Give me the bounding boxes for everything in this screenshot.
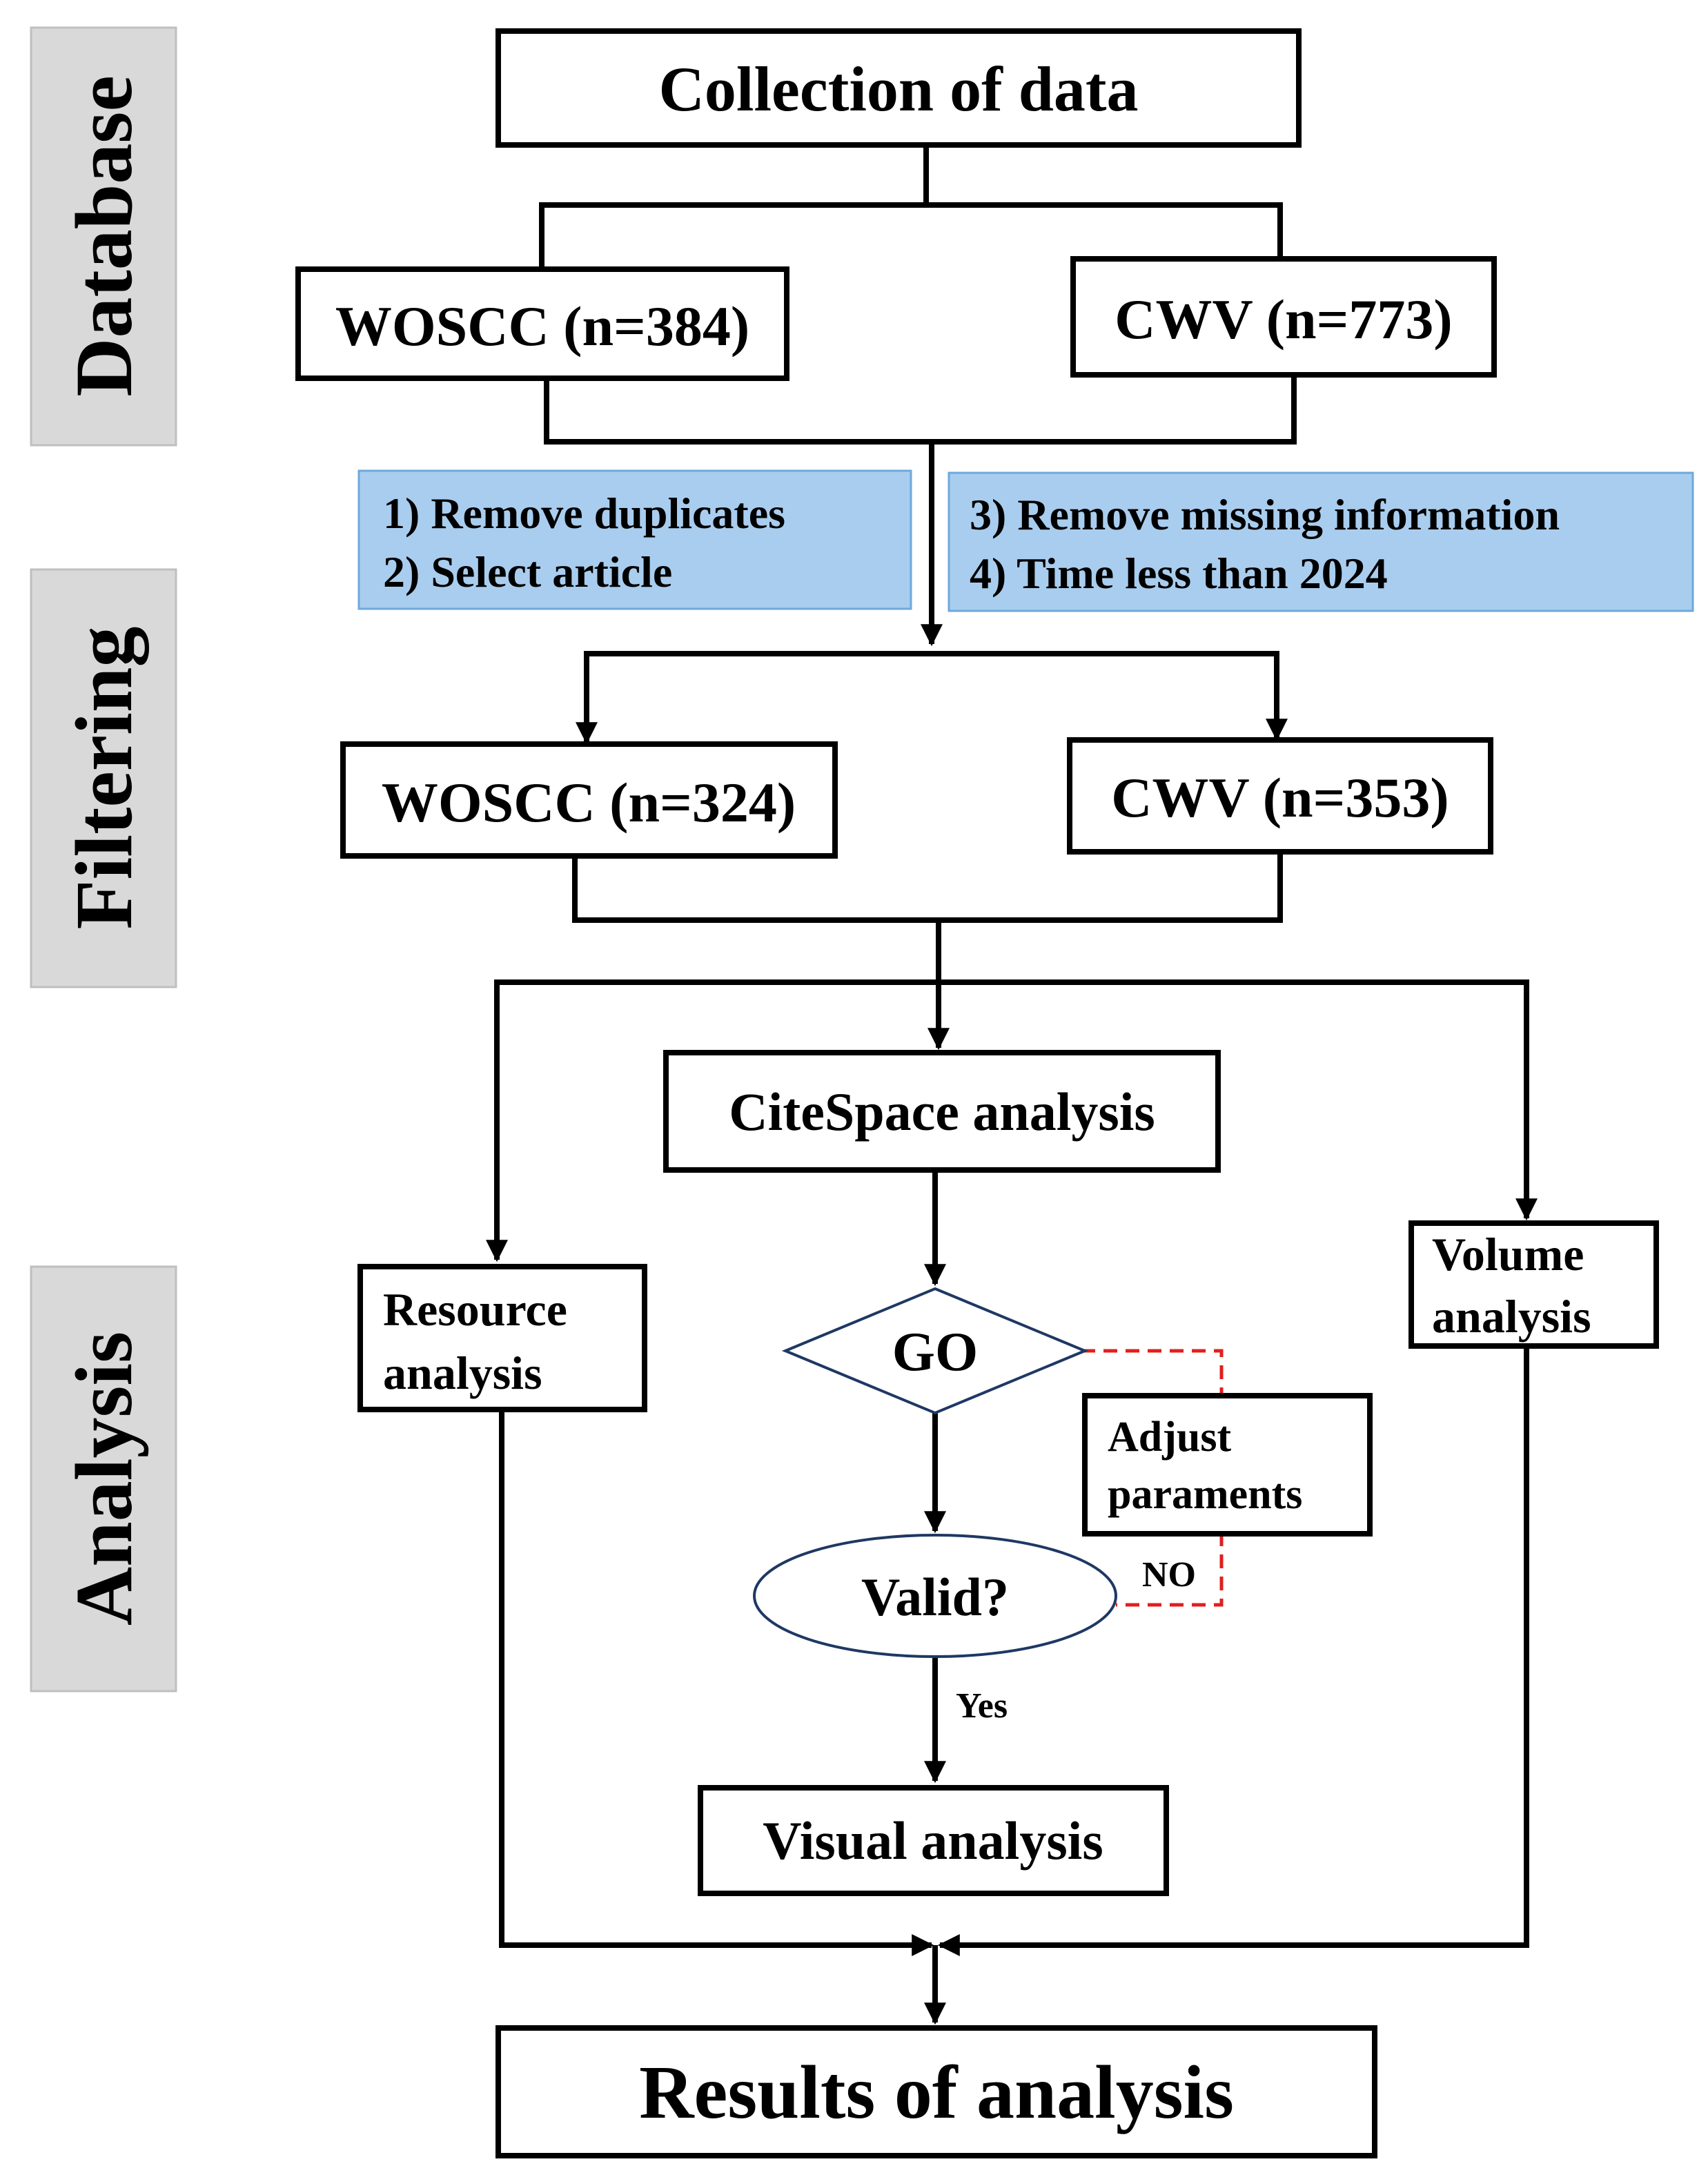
feedback-loop	[1081, 1349, 1224, 1607]
stage-filtering: Filtering	[30, 568, 177, 988]
collection-box: Collection of data	[495, 28, 1302, 148]
volume-label-line2: analysis	[1432, 1290, 1591, 1343]
stage-analysis-label: Analysis	[59, 1332, 149, 1626]
filter-criterion-3: 3) Remove missing information	[970, 490, 1560, 539]
stage-analysis: Analysis	[30, 1265, 177, 1693]
results-box: Results of analysis	[495, 2025, 1377, 2158]
stage-database-label: Database	[59, 75, 149, 396]
volume-analysis-box: Volume analysis	[1408, 1220, 1659, 1349]
adjust-label-line2: paraments	[1108, 1471, 1302, 1518]
filter-criteria-left: 1) Remove duplicates 2) Select article	[357, 469, 912, 610]
adjust-label-line1: Adjust	[1108, 1414, 1232, 1461]
resource-label-line1: Resource	[383, 1283, 567, 1336]
valid-label: Valid?	[861, 1567, 1009, 1627]
filter-criterion-1: 1) Remove duplicates	[383, 489, 785, 538]
visual-label: Visual analysis	[763, 1811, 1103, 1871]
filter-criterion-4: 4) Time less than 2024	[970, 549, 1388, 598]
woscc-filtered-box: WOSCC (n=324)	[340, 741, 838, 859]
woscc-filtered-label: WOSCC (n=324)	[382, 771, 796, 834]
cwv-filtered-label: CWV (n=353)	[1111, 766, 1449, 829]
filter-criteria-right: 3) Remove missing information 4) Time le…	[948, 471, 1694, 612]
citespace-box: CiteSpace analysis	[663, 1050, 1221, 1173]
visual-analysis-box: Visual analysis	[698, 1785, 1169, 1896]
results-label: Results of analysis	[639, 2050, 1234, 2134]
stage-filtering-label: Filtering	[59, 626, 149, 929]
filter-criterion-2: 2) Select article	[383, 547, 672, 596]
stage-database: Database	[30, 26, 177, 447]
no-label: NO	[1142, 1555, 1196, 1594]
citespace-label: CiteSpace analysis	[729, 1082, 1155, 1142]
go-decision: GO	[781, 1287, 1089, 1415]
woscc-initial-box: WOSCC (n=384)	[295, 266, 789, 381]
resource-analysis-box: Resource analysis	[357, 1264, 647, 1412]
connectors	[486, 146, 1538, 2025]
cwv-initial-label: CWV (n=773)	[1115, 288, 1452, 351]
go-label: GO	[892, 1322, 978, 1383]
volume-label-line1: Volume	[1432, 1228, 1584, 1280]
resource-label-line2: analysis	[383, 1347, 542, 1399]
yes-label: Yes	[956, 1686, 1008, 1726]
collection-label: Collection of data	[658, 54, 1138, 124]
adjust-parameters-box: Adjust paraments	[1082, 1393, 1373, 1537]
cwv-filtered-box: CWV (n=353)	[1067, 737, 1493, 855]
cwv-initial-box: CWV (n=773)	[1070, 256, 1497, 378]
valid-decision: Valid?	[753, 1534, 1117, 1658]
woscc-initial-label: WOSCC (n=384)	[335, 295, 749, 358]
